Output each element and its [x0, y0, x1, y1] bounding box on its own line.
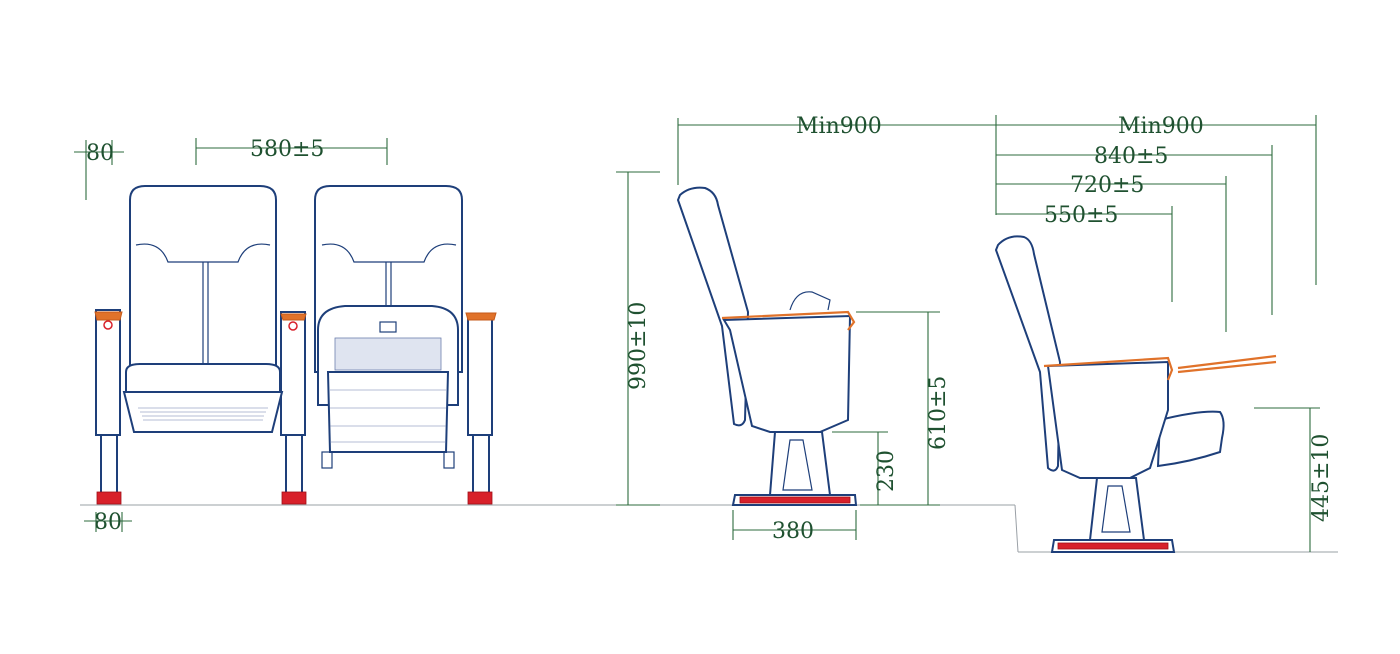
- dim-armrest-top-label: 80: [86, 141, 114, 166]
- dim-seat-spacing-label: 580±5: [250, 137, 324, 162]
- dim-overall-height: 990±10: [616, 171, 660, 506]
- front-view: [94, 185, 497, 505]
- dim-overall-height-label: 990±10: [626, 302, 651, 390]
- dim-depth-720-label: 720±5: [1070, 173, 1144, 198]
- armrest-right: [465, 312, 497, 505]
- dim-table-height-label: 610±5: [926, 376, 951, 450]
- side-view-tablet-open: [994, 235, 1277, 553]
- dim-armrest-top: 80: [74, 140, 124, 200]
- dim-row-spacing-a-label: Min900: [796, 114, 882, 139]
- dim-base-width: 380: [732, 510, 857, 544]
- front-chair-seat-down: [122, 185, 284, 433]
- front-chair-seat-up: [314, 185, 463, 469]
- dim-seat-height-label: 445±10: [1309, 434, 1334, 522]
- dim-armrest-bottom: 80: [84, 510, 132, 535]
- dim-depth-720: 720±5: [996, 173, 1227, 332]
- armrest-left: [94, 309, 123, 505]
- dim-row-spacing-b-label: Min900: [1118, 114, 1204, 139]
- dim-depth-550: 550±5: [996, 203, 1173, 302]
- dim-base-width-label: 380: [772, 519, 814, 544]
- side-view-tablet-stowed: [676, 186, 858, 506]
- armrest-middle: [280, 311, 307, 505]
- dim-depth-840-label: 840±5: [1094, 144, 1168, 169]
- dim-seat-spacing: 580±5: [195, 137, 388, 165]
- dim-depth-840: 840±5: [996, 144, 1273, 315]
- dim-base-height-label: 230: [874, 450, 899, 492]
- dim-row-spacing-b: Min900: [996, 114, 1317, 285]
- dim-depth-550-label: 550±5: [1044, 203, 1118, 228]
- dim-base-height: 230: [832, 431, 899, 505]
- dim-armrest-bottom-label: 80: [94, 510, 122, 535]
- dim-row-spacing-a: Min900: [677, 114, 997, 215]
- dim-seat-height: 445±10: [1254, 407, 1334, 552]
- dim-table-height: 610±5: [856, 311, 951, 506]
